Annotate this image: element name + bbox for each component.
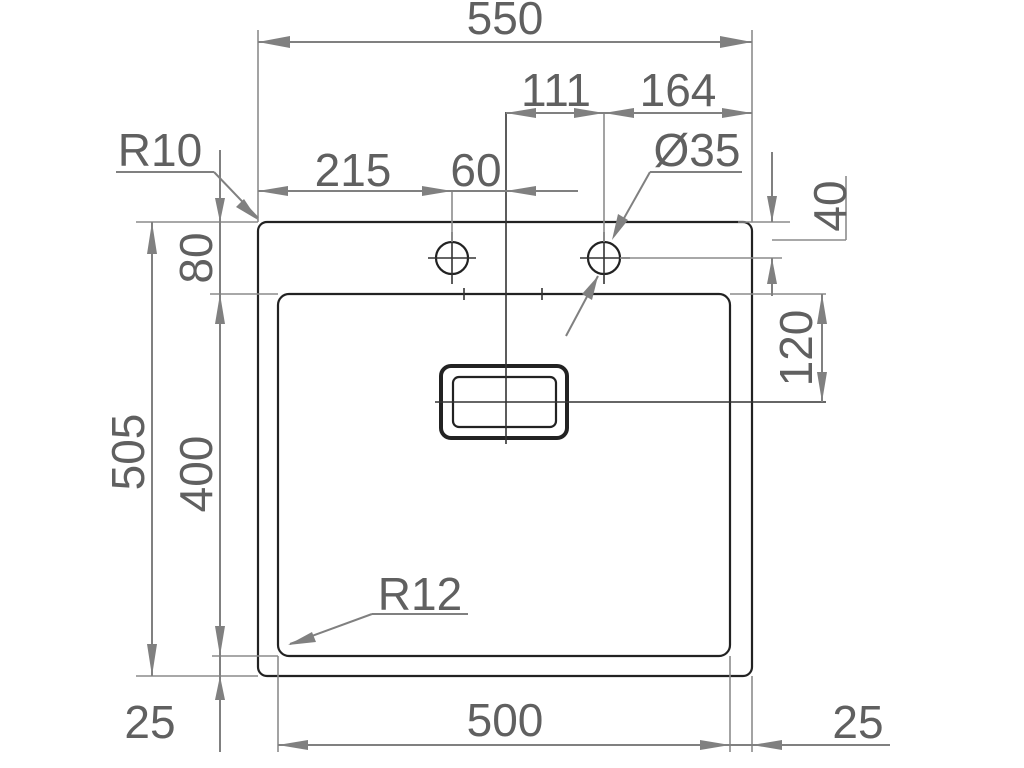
sink-body <box>256 220 754 678</box>
dim-tap-hole-to-drain: 111 <box>521 64 591 116</box>
dim-drain-from-bowl-top: 120 <box>770 310 822 387</box>
dim-corner-radius-outer: R10 <box>118 124 202 176</box>
dim-deck-depth: 80 <box>170 232 222 283</box>
dim-bowl-width: 500 <box>467 694 544 746</box>
drain-center-lines <box>435 112 826 444</box>
sink-outer-outline <box>256 220 754 678</box>
dim-tap-hole-diameter: Ø35 <box>654 124 741 176</box>
sink-bowl-outline <box>276 292 732 658</box>
dim-tap-hole-from-top: 40 <box>804 180 856 231</box>
dim-corner-radius-bowl: R12 <box>378 568 462 620</box>
dim-right-margin: 25 <box>832 696 883 748</box>
dimension-labels: 550 111 164 R10 215 60 Ø35 40 80 120 505… <box>102 0 884 748</box>
dim-overall-width: 550 <box>467 0 544 44</box>
dim-left-margin: 25 <box>124 696 175 748</box>
dim-overall-depth: 505 <box>102 414 154 491</box>
dim-tap-hole-spacing: 60 <box>450 144 501 196</box>
tap-holes <box>428 232 630 284</box>
dim-left-to-tap-hole: 215 <box>315 144 392 196</box>
dim-tap-hole-to-right: 164 <box>640 64 717 116</box>
dimension-lines <box>116 36 890 752</box>
dim-bowl-depth: 400 <box>170 436 222 513</box>
extension-lines <box>136 30 847 752</box>
